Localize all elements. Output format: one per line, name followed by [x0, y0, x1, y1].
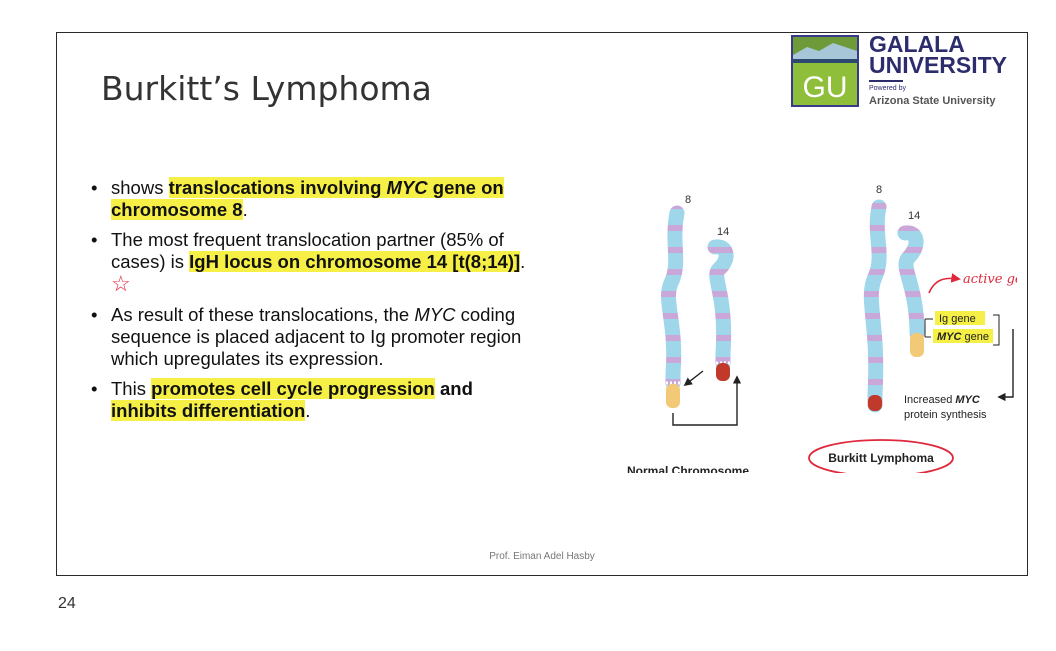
normal-segment-14 — [716, 363, 730, 381]
gu-emblem-icon: GU — [793, 37, 857, 105]
bullet-igh-partner: The most frequent translocation partner … — [87, 229, 537, 296]
bullet-myc-placement: As result of these translocations, the M… — [87, 304, 537, 370]
burkitt-chromosome-14 — [897, 225, 925, 341]
bullet-list: shows translocations involving MYC gene … — [87, 177, 537, 430]
gu-logo-mark: GU — [791, 35, 859, 107]
normal-label-14: 14 — [717, 226, 729, 238]
svg-text:GU: GU — [803, 71, 848, 104]
active-gene-note: active gene — [963, 272, 1017, 287]
normal-label-8: 8 — [685, 194, 691, 206]
burkitt-circle — [808, 439, 954, 473]
slide-footer: Prof. Eiman Adel Hasby — [489, 551, 595, 562]
logo-university: UNIVERSITY — [869, 52, 1008, 78]
burkitt-label-8: 8 — [876, 184, 882, 196]
gene-bracket-left — [924, 318, 933, 338]
logo-divider — [869, 80, 903, 82]
bullet-translocations: shows translocations involving MYC gene … — [87, 177, 537, 221]
star-icon: ☆ — [111, 271, 131, 296]
normal-arrow-icon — [683, 370, 704, 387]
normal-caption: Normal Chromosome — [627, 464, 749, 473]
logo-galala: GALALA — [869, 31, 965, 57]
gene-bracket-right — [993, 314, 1000, 346]
myc-gene-label: MYC gene — [937, 331, 989, 343]
slide: Burkitt’s Lymphoma GU GALALA UNIVERSITY … — [56, 32, 1028, 576]
ig-gene-highlight — [935, 311, 985, 325]
burkitt-label-14: 14 — [908, 210, 920, 222]
normal-chromosome-8 — [661, 205, 685, 391]
logo-asu: Arizona State University — [869, 95, 996, 107]
page-number: 24 — [58, 595, 76, 612]
increased-arrow-icon — [997, 329, 1014, 402]
normal-chromosome-14 — [707, 239, 734, 371]
normal-chromosomes: 8 14 Normal Chromosome — [627, 194, 749, 473]
increased-myc-line2: protein synthesis — [904, 409, 987, 421]
ig-gene-label: Ig gene — [939, 313, 976, 325]
university-logo: GU GALALA UNIVERSITY Powered by Arizona … — [787, 33, 1027, 113]
logo-powered-by: Powered by — [869, 85, 906, 92]
myc-gene-highlight — [933, 329, 993, 343]
normal-segment-8 — [666, 384, 680, 408]
chromosome-figure: 8 14 Normal Chromosome 8 14 active gene … — [627, 184, 1017, 473]
normal-return-arrow-icon — [672, 375, 742, 426]
burkitt-chromosomes: 8 14 active gene Ig gene MYC gene Increa… — [808, 184, 1017, 473]
burkitt-caption: Burkitt Lymphoma — [828, 451, 934, 465]
slide-title: Burkitt’s Lymphoma — [101, 69, 432, 108]
burkitt-myc-segment — [910, 333, 924, 357]
active-gene-arrow-icon — [928, 273, 961, 294]
burkitt-chromosome-8 — [863, 199, 887, 413]
increased-myc-line1: Increased MYC — [904, 394, 981, 406]
bullet-cell-cycle: This promotes cell cycle progression and… — [87, 378, 537, 422]
burkitt-segment-8 — [868, 395, 882, 411]
